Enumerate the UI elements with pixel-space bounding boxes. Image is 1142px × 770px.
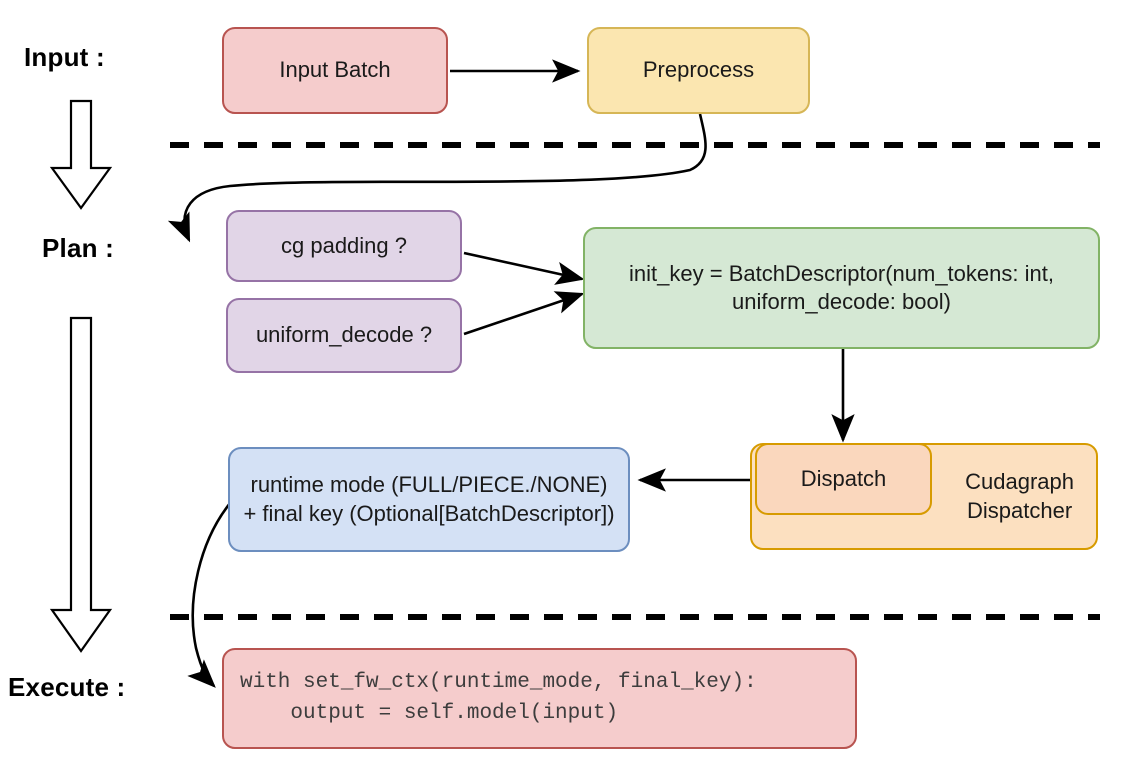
cg-padding-to-init-key-edge (463, 251, 585, 285)
node-runtime-mode[interactable]: runtime mode (FULL/PIECE./NONE) + final … (228, 447, 630, 552)
node-input-batch-label: Input Batch (279, 57, 391, 83)
preprocess-to-cg-padding-edge (167, 113, 707, 243)
stage-label-execute: Execute : (8, 672, 126, 702)
stage-label-input: Input : (24, 42, 105, 72)
uniform-decode-to-init-key-edge (463, 291, 585, 336)
node-uniform-decode-label: uniform_decode ? (255, 322, 433, 348)
node-execute-code[interactable]: with set_fw_ctx(runtime_mode, final_key)… (222, 648, 857, 749)
node-preprocess[interactable]: Preprocess (587, 27, 810, 114)
input-to-plan-arrow (49, 99, 113, 210)
node-input-batch[interactable]: Input Batch (222, 27, 448, 114)
node-runtime-mode-label: runtime mode (FULL/PIECE./NONE) + final … (243, 472, 615, 526)
node-dispatch[interactable]: Dispatch (755, 443, 932, 515)
node-init-key[interactable]: init_key = BatchDescriptor(num_tokens: i… (583, 227, 1100, 349)
node-cudagraph-dispatcher-label: Cudagraph Dispatcher (965, 469, 1074, 523)
plan-to-execute-arrow (49, 316, 113, 653)
stage-label-plan: Plan : (42, 233, 114, 263)
node-uniform-decode[interactable]: uniform_decode ? (226, 298, 462, 373)
node-cg-padding-label: cg padding ? (281, 232, 407, 258)
node-preprocess-label: Preprocess (642, 57, 755, 83)
runtime-mode-to-execute-code-edge (187, 501, 233, 688)
node-cg-padding[interactable]: cg padding ? (226, 210, 462, 282)
node-dispatch-label: Dispatch (800, 465, 887, 491)
node-execute-code-label: with set_fw_ctx(runtime_mode, final_key)… (240, 671, 757, 725)
node-init-key-label: init_key = BatchDescriptor(num_tokens: i… (629, 260, 1054, 314)
